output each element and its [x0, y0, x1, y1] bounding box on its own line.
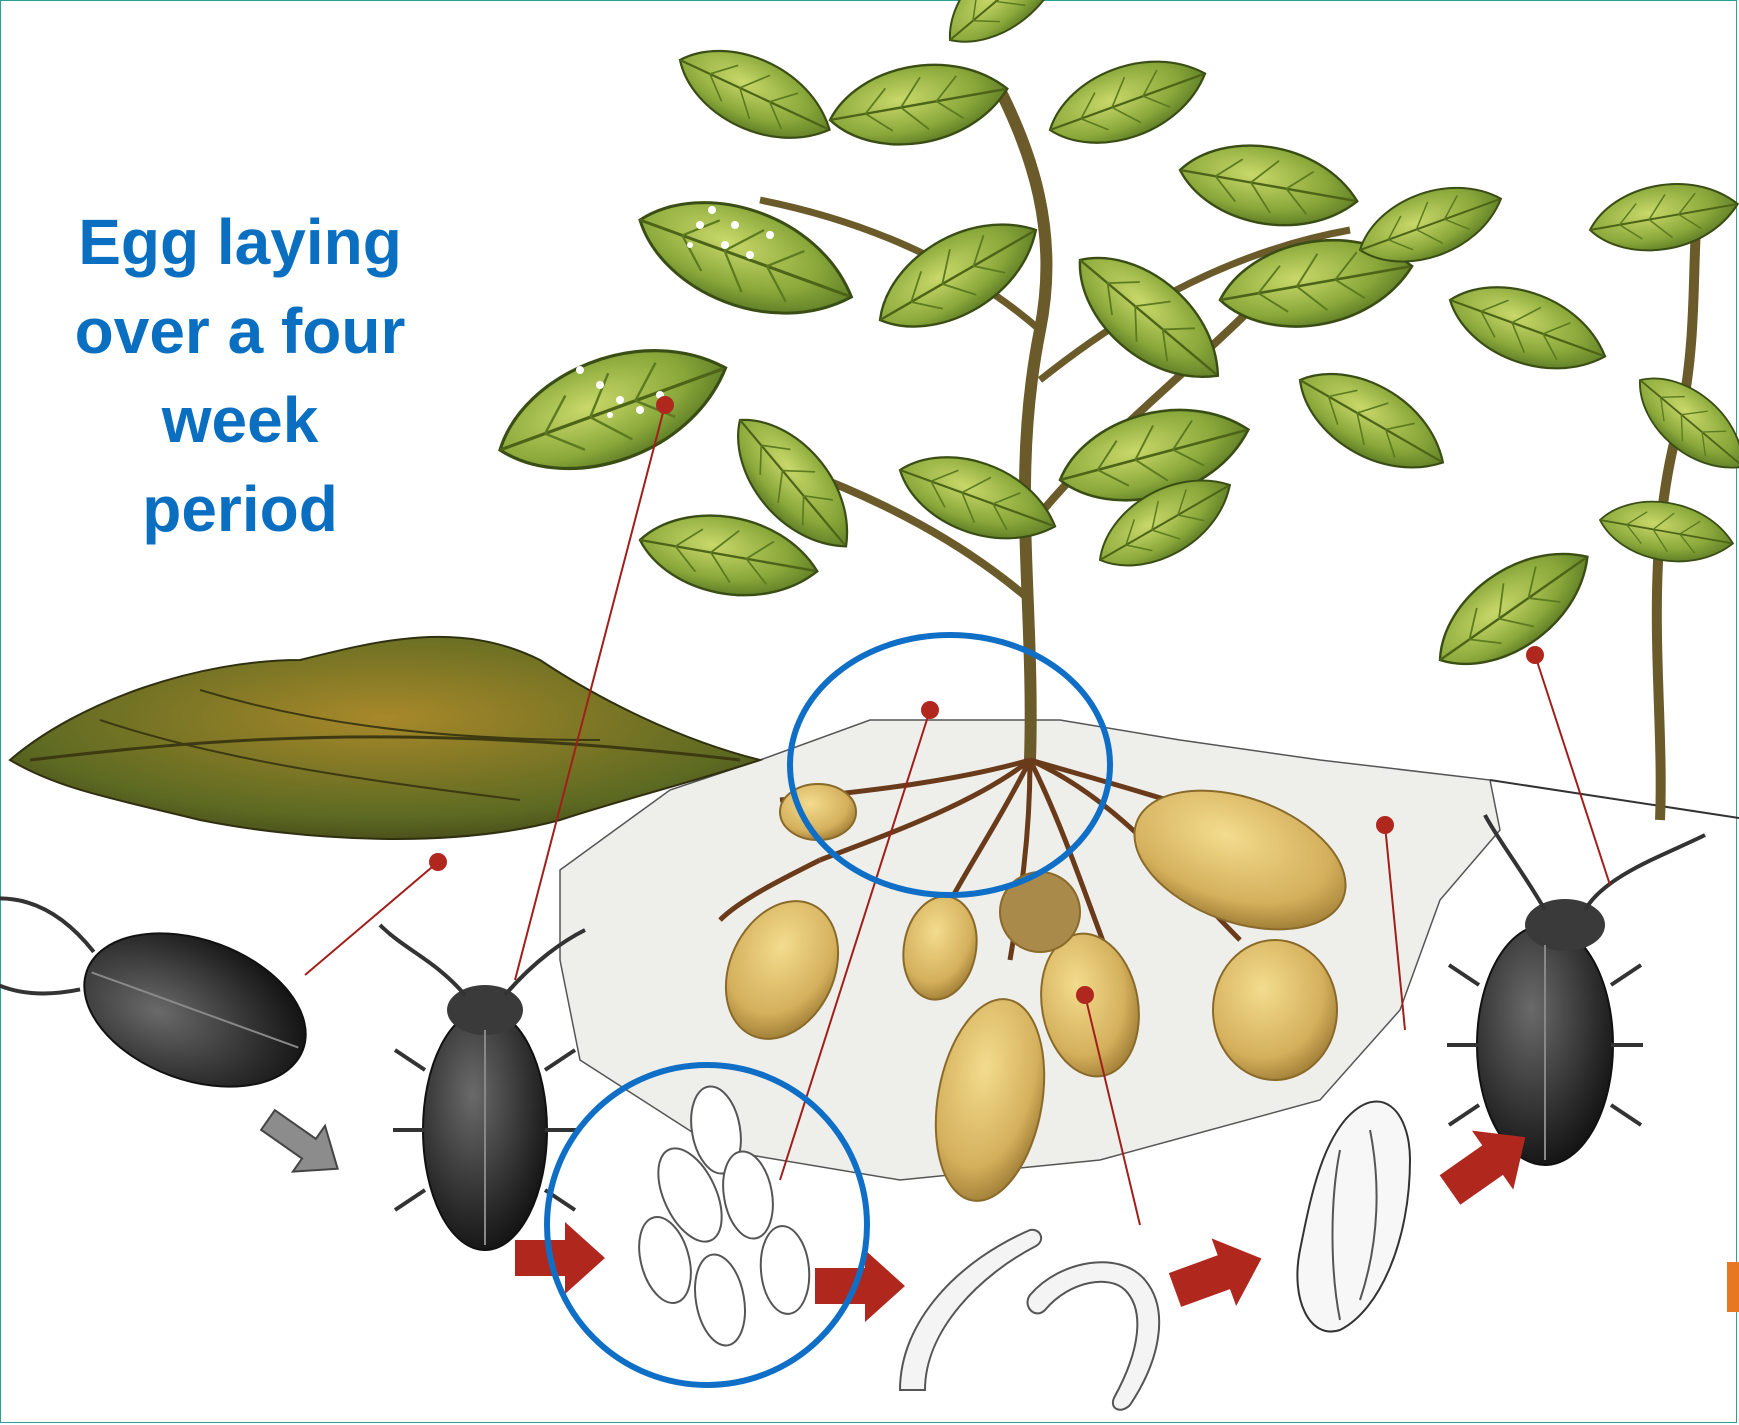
beetle-new-adult — [1447, 815, 1705, 1165]
beetle-adult — [380, 925, 585, 1250]
stage-arrow-overwinter-to-adult — [252, 1097, 354, 1192]
stage-arrow-larvae-to-pupa — [1163, 1225, 1274, 1324]
orange-edge-marker — [1727, 1262, 1739, 1312]
caption-line: period — [30, 465, 450, 554]
pupa — [1297, 1101, 1410, 1331]
caption-line: week — [30, 376, 450, 465]
caption-text: Egg laying over a four week period — [30, 198, 450, 554]
beetle-overwintering — [0, 862, 327, 1115]
ground-line — [1490, 780, 1739, 818]
larvae — [900, 1230, 1159, 1410]
caption-line: over a four — [30, 287, 450, 376]
caption-line: Egg laying — [30, 198, 450, 287]
